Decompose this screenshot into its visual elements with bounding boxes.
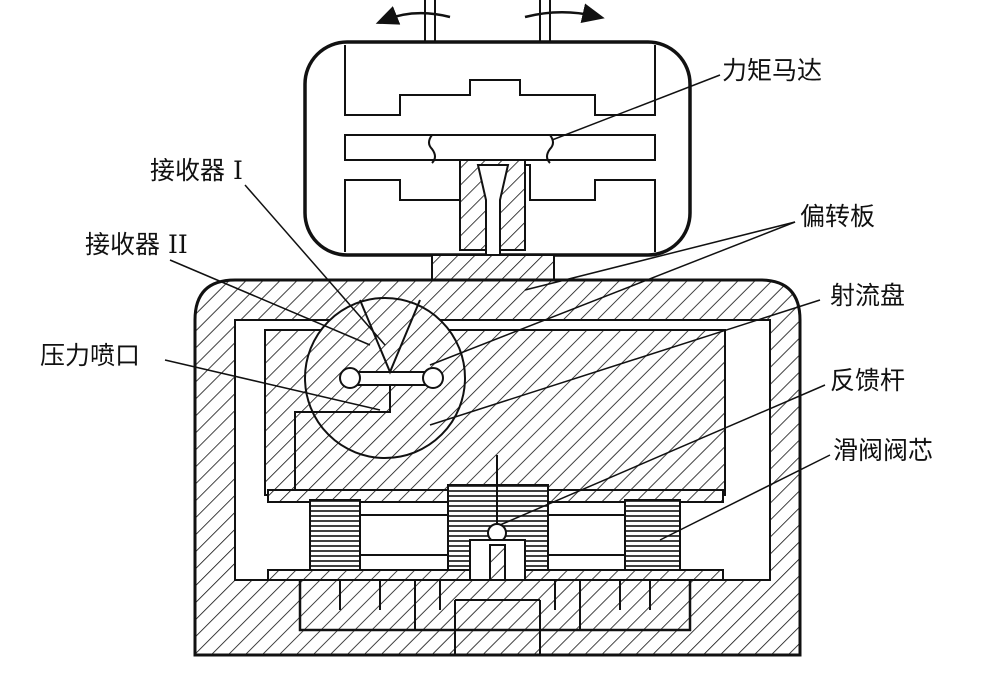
spool-land-right (624, 499, 681, 571)
label-receiver-1: 接收器 I (150, 156, 243, 185)
rotation-arrow-left (375, 6, 451, 25)
label-feedback-rod: 反馈杆 (830, 366, 906, 395)
label-pressure-nozzle: 压力喷口 (40, 341, 141, 370)
armature-plate (344, 134, 656, 161)
label-receiver-2: 接收器 II (85, 230, 188, 259)
label-torque-motor: 力矩马达 (722, 56, 823, 85)
label-jet-disk: 射流盘 (830, 281, 906, 310)
label-deflector: 偏转板 (800, 202, 876, 231)
spool-land-left (309, 499, 361, 571)
label-spool: 滑阀阀芯 (833, 436, 934, 465)
rotation-arrow-right (524, 3, 605, 23)
